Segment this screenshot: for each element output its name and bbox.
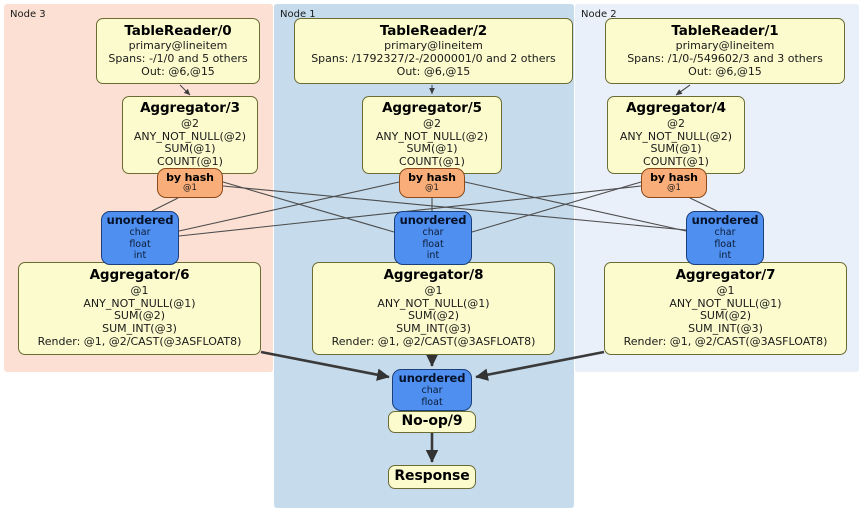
node-line-agg6-4: Render: @1, @2/CAST(@3ASFLOAT8) xyxy=(37,334,242,348)
node-title-str8: unordered xyxy=(399,212,467,227)
node-line-agg4-1: ANY_NOT_NULL(@2) xyxy=(619,129,733,143)
node-title-str6: unordered xyxy=(106,212,174,227)
node-line-tr2-0: primary@lineitem xyxy=(384,39,483,53)
node-title-agg3: Aggregator/3 xyxy=(140,100,240,117)
node-line-str9-1: float xyxy=(421,396,443,408)
node-line-agg6-1: ANY_NOT_NULL(@1) xyxy=(83,296,196,310)
node-noop9[interactable]: No-op/9 xyxy=(388,411,476,433)
node-line-agg8-3: SUM_INT(@3) xyxy=(396,322,471,336)
node-line-tr1-0: primary@lineitem xyxy=(675,39,775,53)
node-line-agg8-0: @1 xyxy=(424,283,443,297)
node-title-str9: unordered xyxy=(398,370,466,385)
node-line-agg5-2: SUM(@1) xyxy=(406,142,458,156)
node-line-str6-0: char xyxy=(129,227,151,239)
node-line-hash5-0: @1 xyxy=(425,183,439,194)
node-title-tr2: TableReader/2 xyxy=(379,22,488,39)
node-line-str6-1: float xyxy=(129,238,151,250)
node-line-tr2-2: Out: @6,@15 xyxy=(396,64,471,78)
node-line-agg8-2: SUM(@2) xyxy=(407,309,460,323)
node-line-str9-0: char xyxy=(421,385,443,397)
node-line-agg4-2: SUM(@1) xyxy=(650,142,702,156)
node-line-tr0-2: Out: @6,@15 xyxy=(141,64,215,78)
node-line-tr0-1: Spans: -/1/0 and 5 others xyxy=(108,51,248,65)
node-line-hash4-0: @1 xyxy=(667,183,681,194)
node-line-agg3-3: COUNT(@1) xyxy=(157,155,223,169)
node-title-str7: unordered xyxy=(691,212,759,227)
node-line-hash3-0: @1 xyxy=(183,183,197,194)
node-line-str7-0: char xyxy=(714,227,736,239)
node-line-str7-1: float xyxy=(714,238,736,250)
node-line-agg3-1: ANY_NOT_NULL(@2) xyxy=(133,129,247,143)
node-line-agg6-2: SUM(@2) xyxy=(113,309,166,323)
node-line-str8-0: char xyxy=(422,227,444,239)
node-line-agg8-4: Render: @1, @2/CAST(@3ASFLOAT8) xyxy=(331,334,536,348)
node-title-agg7: Aggregator/7 xyxy=(675,267,776,284)
node-title-hash5: by hash xyxy=(408,170,456,184)
node-response[interactable]: Response xyxy=(388,465,476,489)
node-hash3[interactable]: by hash@1 xyxy=(157,168,223,198)
node-line-agg6-0: @1 xyxy=(130,283,149,297)
node-line-agg4-0: @2 xyxy=(667,116,685,130)
node-title-hash3: by hash xyxy=(166,170,214,184)
node-line-agg4-3: COUNT(@1) xyxy=(643,155,709,169)
node-title-hash4: by hash xyxy=(650,170,698,184)
node-line-str6-2: int xyxy=(133,250,147,262)
node-line-str8-1: float xyxy=(422,238,444,250)
node-line-agg7-4: Render: @1, @2/CAST(@3ASFLOAT8) xyxy=(623,334,828,348)
node-line-agg5-0: @2 xyxy=(423,116,441,130)
node-line-agg3-2: SUM(@1) xyxy=(164,142,216,156)
node-title-agg6: Aggregator/6 xyxy=(89,267,190,284)
node-panel-label-node2: Node 2 xyxy=(581,9,617,20)
node-line-agg3-0: @2 xyxy=(181,116,199,130)
node-line-tr0-0: primary@lineitem xyxy=(128,39,228,53)
node-panel-label-node3: Node 3 xyxy=(10,9,46,20)
node-line-tr1-1: Spans: /1/0-/549602/3 and 3 others xyxy=(627,51,823,65)
node-line-agg5-1: ANY_NOT_NULL(@2) xyxy=(375,129,489,143)
node-line-agg5-3: COUNT(@1) xyxy=(399,155,465,169)
node-hash5[interactable]: by hash@1 xyxy=(399,168,465,198)
node-title-tr1: TableReader/1 xyxy=(671,22,779,39)
node-title-agg4: Aggregator/4 xyxy=(626,100,726,117)
node-line-agg8-1: ANY_NOT_NULL(@1) xyxy=(377,296,490,310)
node-line-agg7-3: SUM_INT(@3) xyxy=(688,322,763,336)
node-line-agg6-3: SUM_INT(@3) xyxy=(102,322,177,336)
node-line-str8-2: int xyxy=(426,250,440,262)
node-title-agg8: Aggregator/8 xyxy=(383,267,484,284)
node-hash4[interactable]: by hash@1 xyxy=(641,168,707,198)
node-line-agg7-2: SUM(@2) xyxy=(699,309,752,323)
node-title-response: Response xyxy=(394,468,470,485)
node-title-tr0: TableReader/0 xyxy=(124,22,232,39)
node-title-noop9: No-op/9 xyxy=(401,413,463,430)
node-line-str7-2: int xyxy=(718,250,732,262)
node-line-tr1-2: Out: @6,@15 xyxy=(688,64,762,78)
node-line-agg7-0: @1 xyxy=(716,283,735,297)
node-line-tr2-1: Spans: /1792327/2-/2000001/0 and 2 other… xyxy=(311,51,556,65)
node-line-agg7-1: ANY_NOT_NULL(@1) xyxy=(669,296,782,310)
node-panel-label-node1: Node 1 xyxy=(280,9,316,20)
node-title-agg5: Aggregator/5 xyxy=(382,100,482,117)
